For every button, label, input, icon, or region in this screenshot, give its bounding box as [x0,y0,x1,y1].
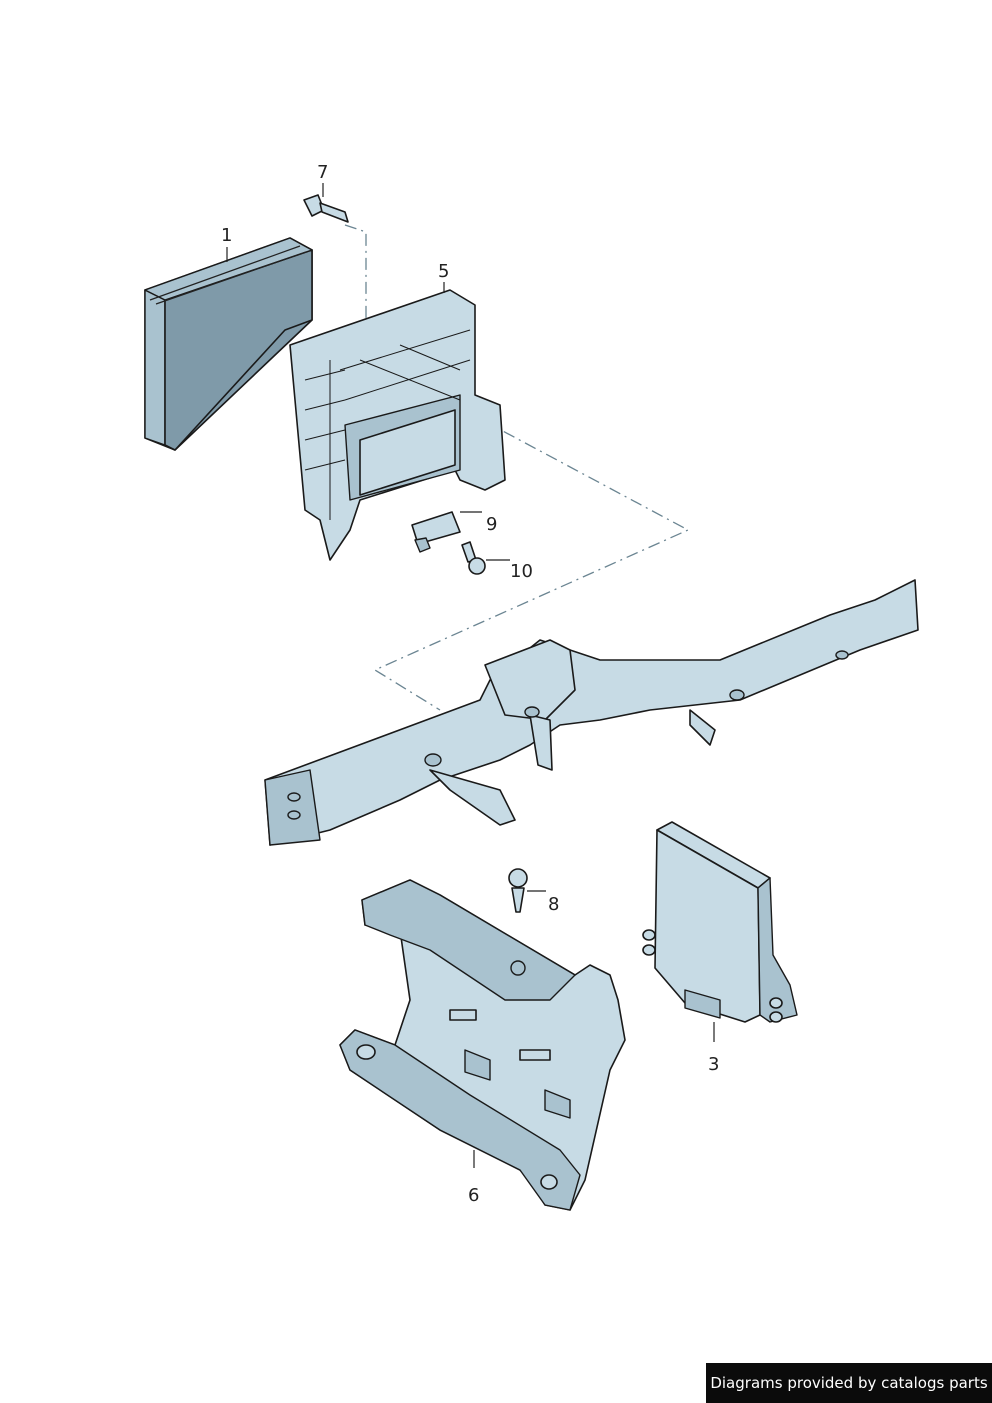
holder-bracket-part-5 [289,289,506,561]
callout-1: 1 [221,225,233,246]
clip-part-9 [411,511,461,553]
assembly-lines [344,224,690,711]
control-module-part-3 [642,821,798,1023]
callout-9: 9 [486,514,498,535]
callout-5: 5 [438,261,450,282]
footer-credit: Diagrams provided by catalogs parts [706,1363,992,1403]
leader-lines [226,183,715,1168]
callout-8: 8 [548,894,560,915]
cross-car-beam [264,579,919,846]
callout-3: 3 [708,1054,720,1075]
bolt-part-7 [303,194,349,223]
bracket-part-6 [339,879,626,1211]
callout-7: 7 [317,162,329,183]
control-unit-part-1 [144,237,313,451]
callout-6: 6 [468,1185,480,1206]
callout-10: 10 [510,561,533,582]
screw-part-10 [461,541,486,575]
screw-part-8 [508,868,528,913]
